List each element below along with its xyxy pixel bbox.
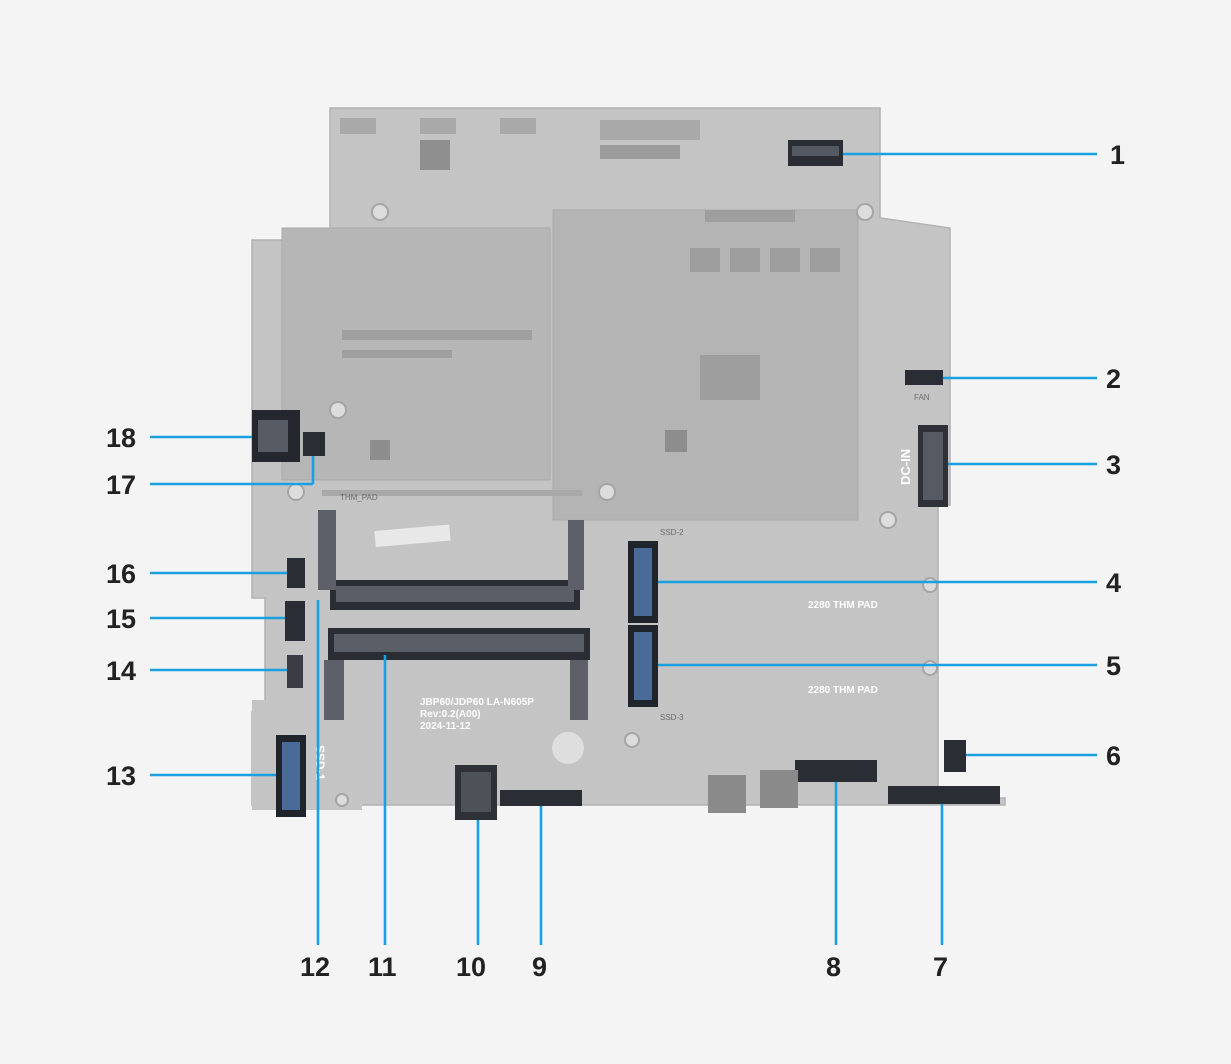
- alienware-logo: [552, 732, 584, 764]
- connector-7: [888, 786, 1000, 804]
- board-id-silk-2: Rev:0.2(A00): [420, 709, 481, 720]
- thm-pad-2-silk: 2280 THM PAD: [808, 685, 878, 696]
- callout-9: 9: [532, 952, 547, 982]
- memory-slot-top: [318, 490, 584, 610]
- dc-in-silk: DC-IN: [898, 449, 913, 485]
- chip-left: [370, 440, 390, 460]
- ssd2-silk: SSD-2: [660, 528, 684, 537]
- inductor-1: [708, 775, 746, 813]
- callout-5: 5: [1106, 651, 1121, 681]
- chip-right: [665, 430, 687, 452]
- leader-lines: [150, 152, 1097, 945]
- callout-1: 1: [1110, 140, 1125, 170]
- connector-14: [287, 655, 303, 688]
- callout-13: 13: [106, 761, 136, 791]
- callout-18: 18: [106, 423, 136, 453]
- components-shield-left: [342, 330, 532, 358]
- thm-pad-silk: THM_PAD: [340, 493, 378, 502]
- callout-11: 11: [368, 952, 397, 982]
- callout-14: 14: [106, 656, 136, 686]
- callout-15: 15: [106, 604, 136, 634]
- standoff-holes: [287, 203, 938, 807]
- callout-4: 4: [1106, 568, 1121, 598]
- top-ports: [340, 118, 700, 170]
- callout-2: 2: [1106, 364, 1121, 394]
- ssd1-silk: SSD-1: [313, 745, 327, 781]
- connector-8: [795, 760, 877, 782]
- fan-silk: FAN: [914, 393, 930, 402]
- callout-17: 17: [106, 470, 136, 500]
- memory-slot-bottom: [324, 628, 590, 720]
- connector-15: [285, 601, 305, 641]
- callout-8: 8: [826, 952, 841, 982]
- connector-9: [500, 790, 582, 806]
- board-id-silk-3: 2024-11-12: [420, 721, 471, 732]
- callout-16: 16: [106, 559, 136, 589]
- connector-16: [287, 558, 305, 588]
- callout-3: 3: [1106, 450, 1121, 480]
- components-top: [690, 210, 840, 400]
- connector-2-fan: [905, 370, 943, 385]
- inductor-2: [760, 770, 798, 808]
- connector-17: [303, 432, 325, 456]
- thm-pad-1-silk: 2280 THM PAD: [808, 600, 878, 611]
- memory-label-sticker: [374, 524, 451, 548]
- callout-10: 10: [456, 952, 486, 982]
- callout-7: 7: [933, 952, 948, 982]
- callout-6: 6: [1106, 741, 1121, 771]
- board-id-silk-1: JBP60/JDP60 LA-N605P: [420, 697, 534, 708]
- callout-labels: 1 2 3 4 5 6 7 8 9 10 11 12 13 14 15 16 1…: [106, 140, 1125, 982]
- connector-6: [944, 740, 966, 772]
- ssd3-silk: SSD-3: [660, 713, 684, 722]
- board-lower-left-tab: [252, 700, 362, 810]
- callout-12: 12: [300, 952, 330, 982]
